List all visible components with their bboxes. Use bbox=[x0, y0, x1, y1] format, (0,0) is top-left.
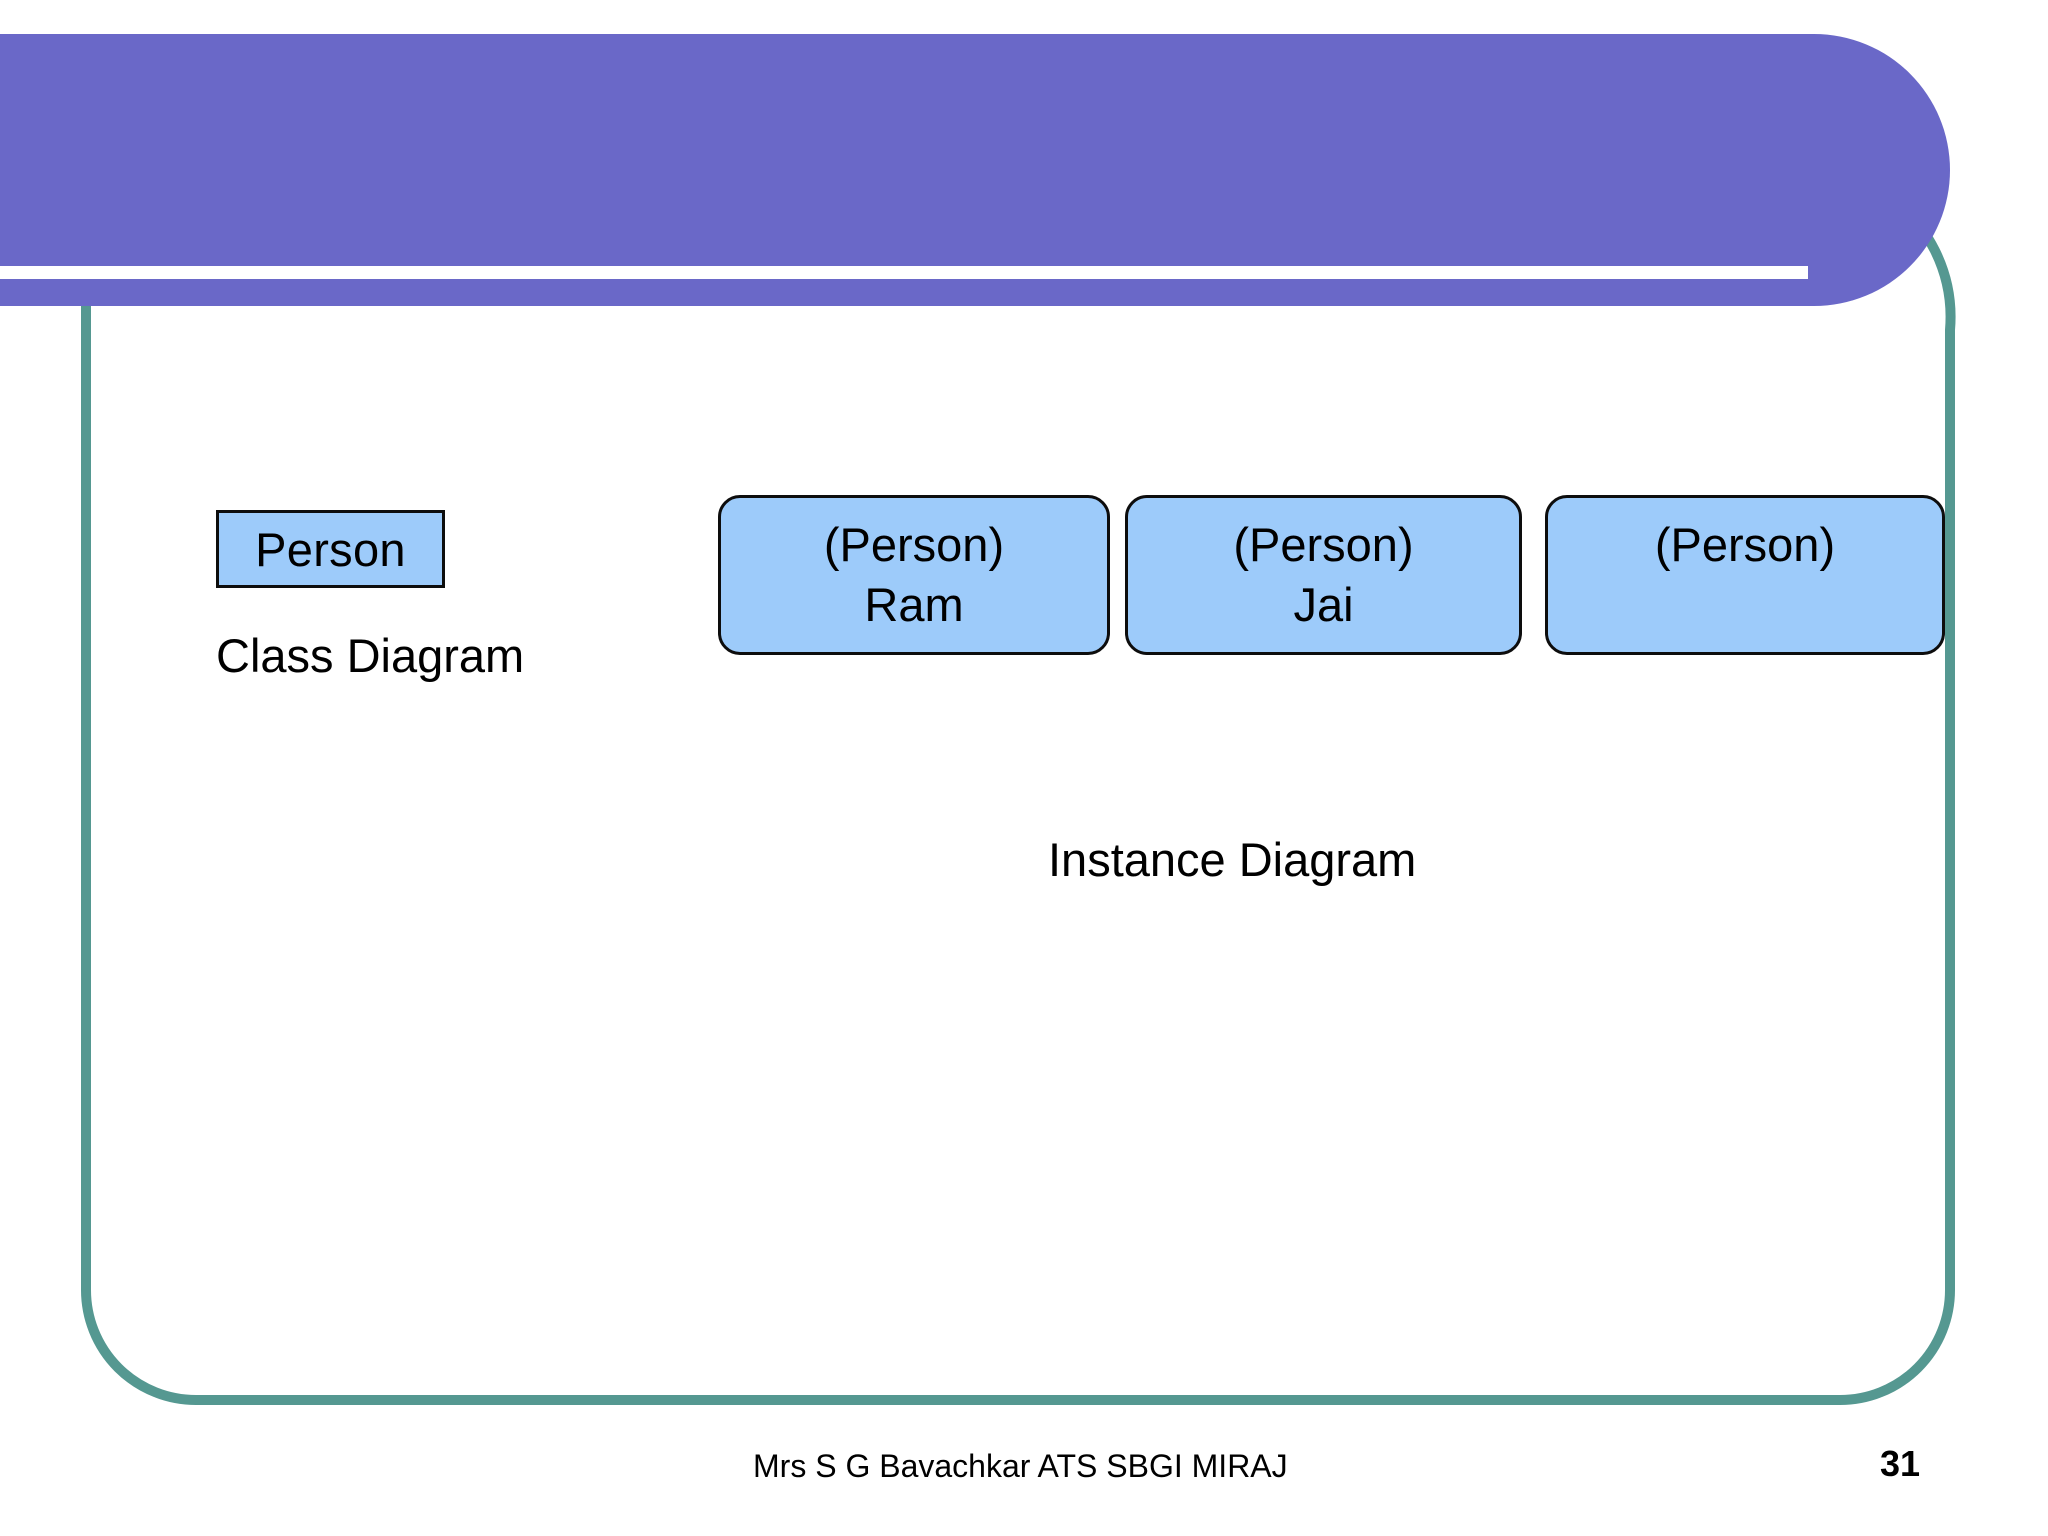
instance-diagram-caption: Instance Diagram bbox=[1048, 833, 1417, 886]
class-box-label: Person bbox=[255, 522, 406, 576]
page-number: 31 bbox=[1880, 1443, 1921, 1484]
class-box-person: Person bbox=[216, 510, 445, 588]
instance-box-ram: (Person) Ram bbox=[718, 495, 1110, 655]
instance-box-type-label: (Person) bbox=[823, 518, 1005, 571]
instance-box-jai: (Person) Jai bbox=[1125, 495, 1522, 655]
instance-box-type-label: (Person) bbox=[1233, 518, 1414, 571]
instance-box-unnamed: (Person) bbox=[1545, 495, 1945, 655]
class-diagram-caption: Class Diagram bbox=[216, 629, 525, 682]
footer-credit: Mrs S G Bavachkar ATS SBGI MIRAJ bbox=[753, 1448, 1288, 1484]
instance-box-name-label: Jai bbox=[1293, 578, 1354, 631]
instance-box-name-label: Ram bbox=[864, 578, 964, 631]
instance-box-type-label: (Person) bbox=[1654, 518, 1836, 571]
